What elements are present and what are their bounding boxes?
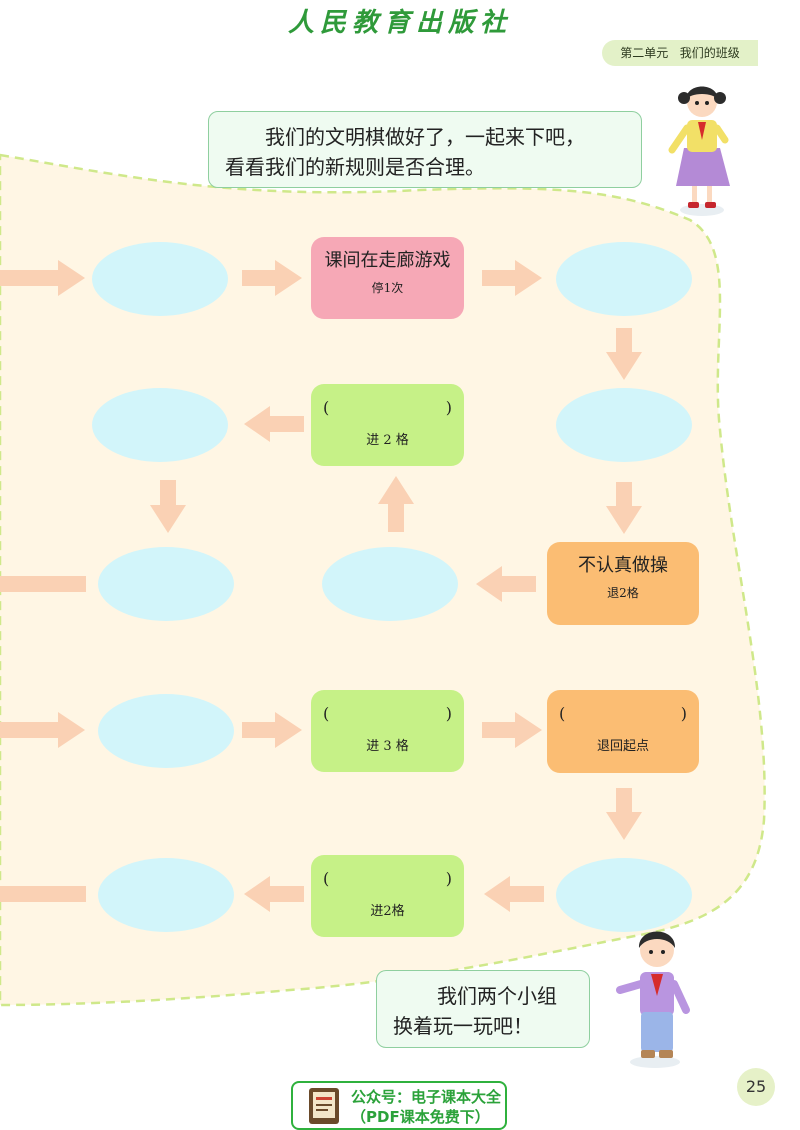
stamp-line: 公众号：电子课本大全 [351, 1088, 502, 1106]
arrow [476, 566, 536, 602]
arrow [0, 712, 85, 748]
blank-paren-close: ) [445, 869, 452, 888]
unit-label: 第二单元 我们的班级 [602, 40, 758, 66]
arrow [482, 260, 542, 296]
board-space-back-2: 不认真做操 退2格 [547, 542, 699, 625]
bubble-line: 看看我们的新规则是否合理。 [225, 155, 485, 179]
arrow [242, 712, 302, 748]
board-space-blank [92, 242, 228, 316]
blank-paren-open: ( [323, 704, 330, 723]
space-rule: 进 3 格 [366, 739, 409, 754]
girl-speech-bubble: 我们的文明棋做好了，一起来下吧， 看看我们的新规则是否合理。 [208, 111, 642, 188]
blank-paren-close: ) [445, 398, 452, 417]
blank-paren-open: ( [323, 398, 330, 417]
boy-illustration [616, 931, 690, 1068]
book-icon [309, 1088, 339, 1124]
board-space-blank [556, 388, 692, 462]
space-rule: 进 2 格 [366, 433, 409, 448]
board-space-forward-2[interactable]: () 进 2 格 [311, 384, 464, 466]
blank-paren-open: ( [559, 704, 566, 723]
arrow [244, 876, 304, 912]
space-rule: 进2格 [370, 904, 405, 919]
page-number: 25 [737, 1068, 775, 1106]
lesson-title: 我们的班级 [679, 46, 740, 60]
arrow [242, 260, 302, 296]
arrow [378, 476, 414, 532]
board-space-blank [92, 388, 228, 462]
board-space-blank [98, 858, 234, 932]
board-space-blank [556, 858, 692, 932]
board-space-blank [322, 547, 458, 621]
board-arrows [0, 260, 642, 912]
space-rule: 停1次 [371, 281, 404, 295]
blank-paren-open: ( [323, 869, 330, 888]
publisher-logo: 人民教育出版社 [287, 8, 512, 38]
blank-paren-close: ) [445, 704, 452, 723]
bubble-line: 我们的文明棋做好了，一起来下吧， [265, 125, 585, 149]
arrow-bar [0, 886, 86, 902]
watermark-stamp: 公众号：电子课本大全 （PDF课本免费下） [291, 1081, 507, 1130]
arrow [244, 406, 304, 442]
arrow [484, 876, 544, 912]
space-rule: 退回起点 [596, 739, 649, 754]
boy-speech-bubble: 我们两个小组 换着玩一玩吧！ [376, 970, 590, 1048]
board-space-forward-3[interactable]: () 进 3 格 [311, 690, 464, 772]
girl-illustration [668, 86, 730, 216]
arrow-bar [0, 576, 86, 592]
space-title: 课间在走廊游戏 [324, 250, 451, 271]
stamp-line: （PDF课本免费下） [351, 1108, 490, 1126]
board-space-blank [556, 242, 692, 316]
blank-paren-close: ) [680, 704, 687, 723]
bubble-line: 我们两个小组 [437, 984, 557, 1008]
arrow [0, 260, 85, 296]
arrow [150, 480, 186, 533]
space-title: 不认真做操 [578, 555, 668, 576]
bubble-line: 换着玩一玩吧！ [393, 1014, 533, 1038]
arrow [606, 482, 642, 534]
board-space-back-to-start[interactable]: () 退回起点 [547, 690, 699, 773]
arrow [606, 328, 642, 380]
board-space-blank [98, 547, 234, 621]
board-space-forward-2b[interactable]: () 进2格 [311, 855, 464, 937]
arrow [482, 712, 542, 748]
arrow [606, 788, 642, 840]
space-rule: 退2格 [607, 586, 639, 600]
board-space-pause: 课间在走廊游戏 停1次 [311, 237, 464, 319]
board-space-blank [98, 694, 234, 768]
unit-number: 第二单元 [620, 46, 669, 60]
